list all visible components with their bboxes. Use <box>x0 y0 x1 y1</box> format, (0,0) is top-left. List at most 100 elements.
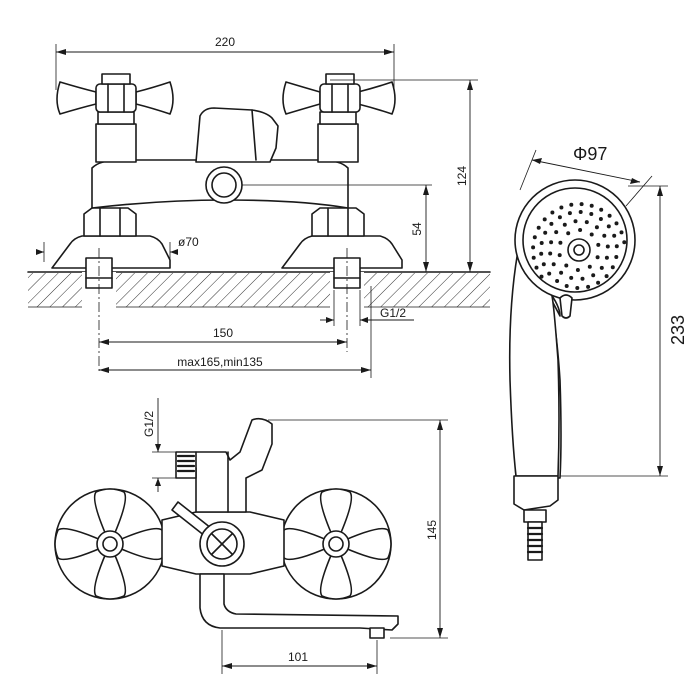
nozzle-dot <box>557 253 562 258</box>
nozzle-dot <box>604 274 609 279</box>
nozzle-dot <box>566 231 571 236</box>
left-valve-collar <box>97 111 135 125</box>
right-valve-collar <box>319 111 357 125</box>
nozzle-dot <box>539 251 544 256</box>
nozzle-dot <box>596 280 601 285</box>
nozzle-dot <box>599 207 604 212</box>
nozzle-dot <box>564 284 569 288</box>
nozzle-dot <box>595 255 600 260</box>
shower-head-button <box>559 294 573 319</box>
left-valve-column <box>95 123 137 163</box>
nozzle-dot <box>575 286 580 290</box>
spout <box>199 573 399 631</box>
nozzle-dot <box>604 255 609 260</box>
nozzle-dot <box>551 262 556 267</box>
label-flange-diameter: ø70 <box>178 235 199 249</box>
shower-nut <box>523 509 547 523</box>
dim-top-width: 220 <box>55 35 395 90</box>
nozzle-dot <box>594 225 599 230</box>
label-thread-top: G1/2 <box>380 306 406 320</box>
dim-head-diameter: Φ97 <box>519 144 653 207</box>
nozzle-dot <box>539 241 544 245</box>
nozzle-dot <box>547 271 552 276</box>
nozzle-dot <box>614 221 619 226</box>
nozzle-dot <box>579 202 584 207</box>
nozzle-dot <box>536 225 541 230</box>
label-thread-front: G1/2 <box>142 411 156 437</box>
dim-spout-length: 101 <box>221 630 378 674</box>
label-spout-length: 101 <box>288 650 308 664</box>
dim-top-height: 124 <box>330 79 478 273</box>
nozzle-dot <box>567 211 572 216</box>
nozzle-dot <box>531 255 536 260</box>
nozzle-dot <box>619 230 624 235</box>
right-flange <box>281 235 403 269</box>
dim-outlet-height: 54 <box>242 184 432 272</box>
label-hand-shower-length: 233 <box>668 315 688 345</box>
front-view-mixer: G1/2 145 101 <box>54 398 448 674</box>
left-hex-nut <box>83 207 137 237</box>
nozzle-dot <box>587 264 592 269</box>
nozzle-dot <box>610 265 615 270</box>
nozzle-dot <box>578 228 583 232</box>
nozzle-dot <box>550 210 555 215</box>
dim-adjust-range: max165,min135 <box>99 286 372 378</box>
label-outlet-height: 54 <box>410 222 424 236</box>
spout-aerator <box>369 627 385 639</box>
hand-shower: Φ97 233 <box>508 144 688 561</box>
nozzle-dot <box>622 240 627 245</box>
nozzle-dot <box>589 232 594 237</box>
nozzle-dot <box>614 255 619 259</box>
label-top-width: 220 <box>215 35 235 49</box>
right-valve-column <box>317 123 359 163</box>
nozzle-dot <box>606 224 611 229</box>
nozzle-dot <box>573 219 578 224</box>
top-view-mixer: 220 124 54 ø70 <box>27 35 491 378</box>
shower-connector <box>191 417 273 513</box>
dim-flange-diameter: ø70 <box>36 235 199 262</box>
outlet-hole <box>211 172 237 198</box>
nozzle-dot <box>531 245 536 250</box>
nozzle-dot <box>575 268 580 272</box>
label-head-diameter: Φ97 <box>573 144 607 164</box>
left-flange <box>51 235 171 269</box>
nozzle-dot <box>559 205 564 210</box>
nozzle-dot <box>614 244 619 249</box>
nozzle-dot <box>569 275 574 280</box>
dim-hand-shower-length: 233 <box>560 185 688 477</box>
nozzle-dot <box>554 230 559 235</box>
dim-front-height: 145 <box>268 419 448 639</box>
label-center-distance: 150 <box>213 326 233 340</box>
nozzle-dot <box>602 233 607 238</box>
nozzle-dot <box>549 221 554 226</box>
nozzle-dot <box>555 279 560 283</box>
nozzle-dot <box>562 222 567 227</box>
nozzle-dot <box>591 273 596 278</box>
shower-nozzles <box>531 202 627 290</box>
nozzle-dot <box>580 276 585 281</box>
right-cross-handle <box>282 73 396 115</box>
nozzle-dot <box>543 230 548 235</box>
dim-thread-top: G1/2 <box>320 290 414 326</box>
nozzle-dot <box>549 240 554 245</box>
nozzle-dot <box>605 244 610 249</box>
nozzle-dot <box>612 233 617 238</box>
nozzle-dot <box>569 202 574 207</box>
nozzle-dot <box>534 265 539 270</box>
nozzle-dot <box>541 262 546 267</box>
nozzle-dot <box>589 203 594 208</box>
nozzle-dot <box>589 212 594 216</box>
nozzle-dot <box>586 284 591 289</box>
label-adjust-range: max165,min135 <box>177 355 263 369</box>
nozzle-dot <box>599 265 604 270</box>
shower-bottom-holder <box>513 475 559 511</box>
nozzle-dot <box>564 263 569 268</box>
left-front-handle <box>54 488 166 600</box>
nozzle-dot <box>598 217 603 221</box>
nozzle-dot <box>578 210 583 214</box>
nozzle-dot <box>542 217 547 222</box>
nozzle-dot <box>584 220 589 225</box>
nozzle-dot <box>532 235 537 240</box>
nozzle-dot <box>558 240 563 245</box>
